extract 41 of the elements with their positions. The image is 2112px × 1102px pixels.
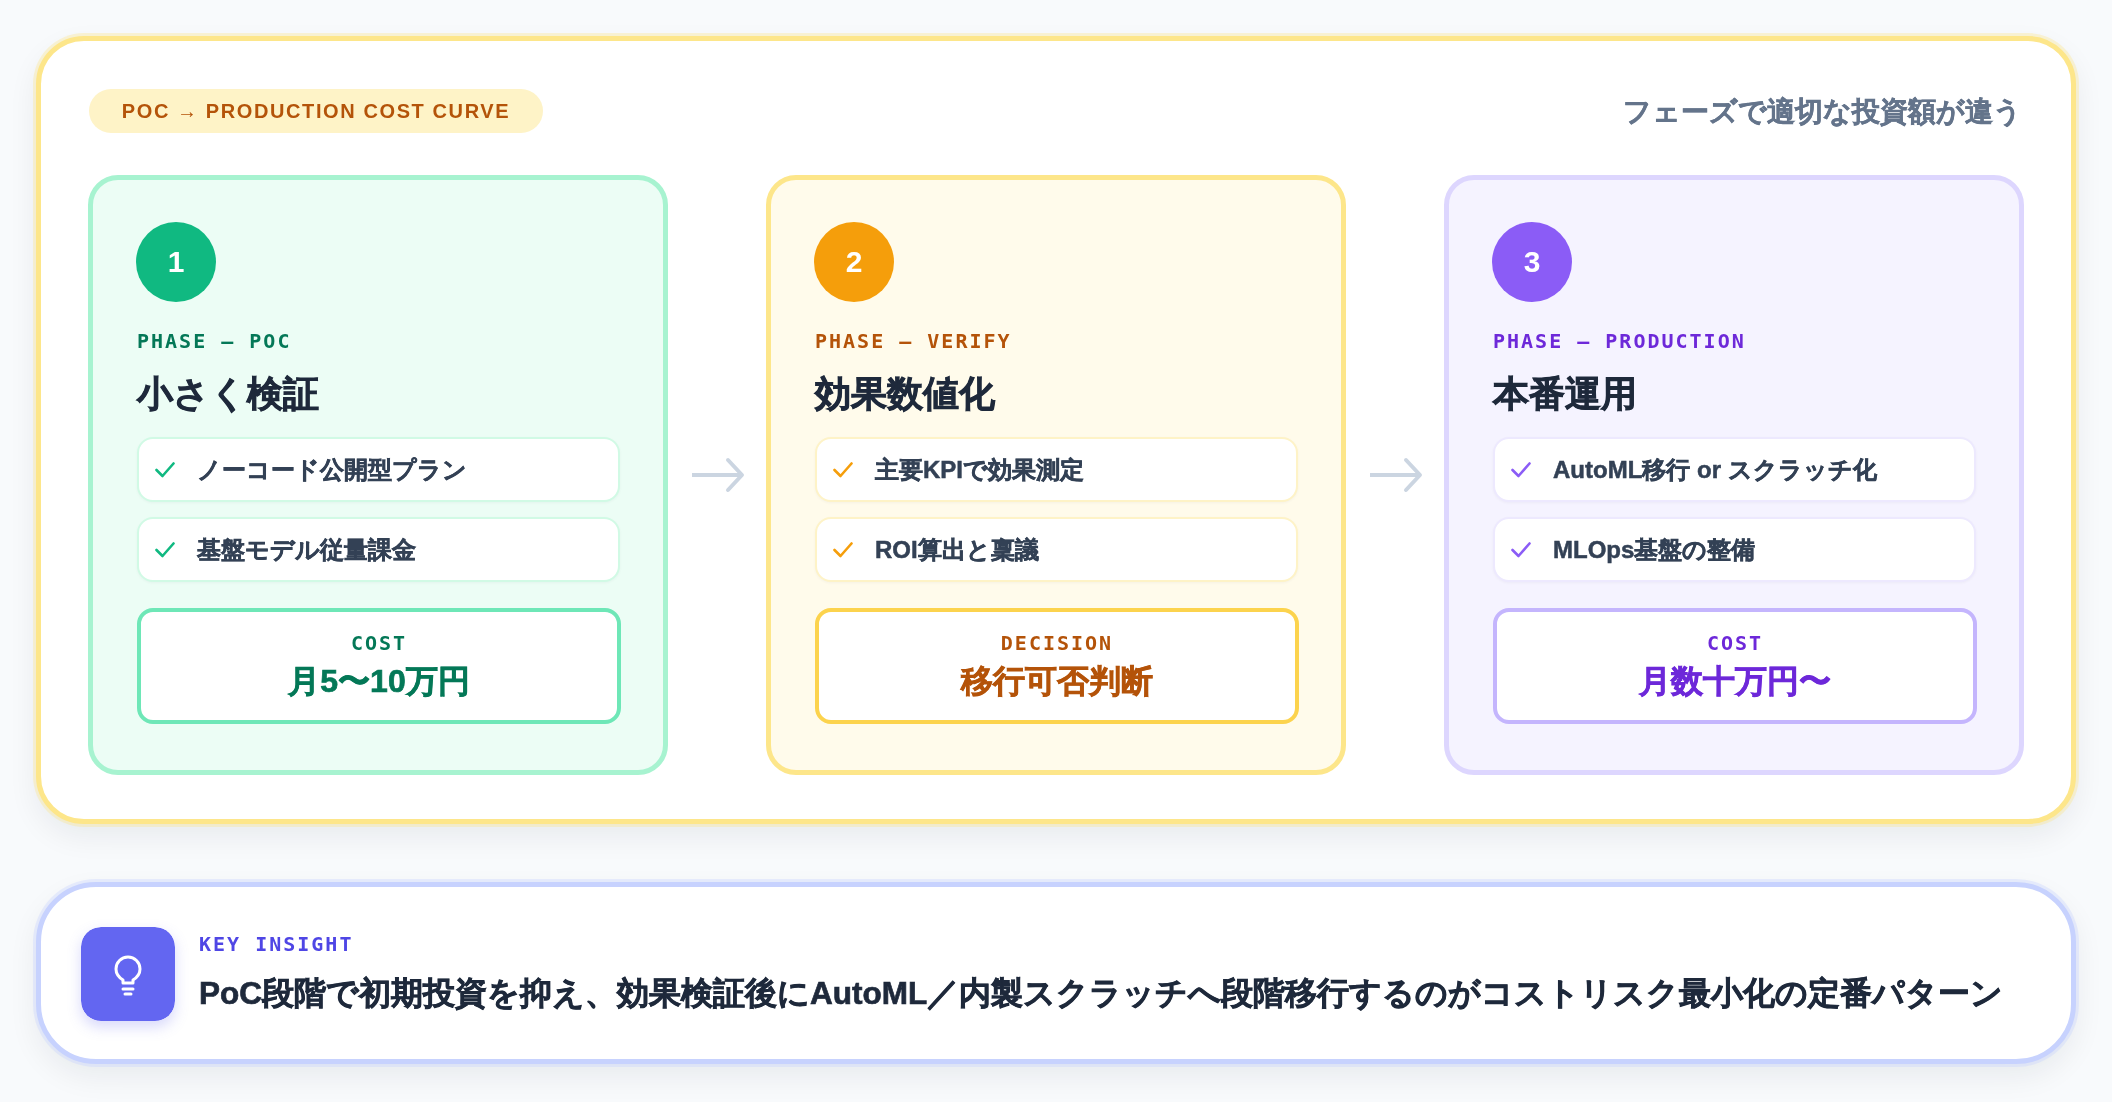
insight-text: PoC段階で初期投資を抑え、効果検証後にAutoML／内製スクラッチへ段階移行するのがコストリスク最小化の定番パターン [199,974,2005,1013]
insight-panel [36,882,2076,1064]
item-text: MLOps基盤の整備 [1553,534,1756,565]
arrow [1370,458,1422,492]
checklist-item [815,517,1298,582]
phase-title: 効果数値化 [815,374,995,414]
title-pill: POC → PRODUCTION COST CURVE [89,89,543,133]
phase-label: PHASE — PRODUCTION [1493,329,1746,353]
cost-label: COST [350,631,408,655]
cost-box [137,608,621,724]
item-text: ROI算出と稟議 [875,534,1039,565]
cost-label: DECISION [1000,631,1114,655]
cost-value: 月数十万円〜 [1639,662,1831,701]
checklist-item [137,517,620,582]
item-text: ノーコード公開型プラン [197,454,467,485]
insight-label: KEY INSIGHT [199,932,354,956]
step-number-circle: 2 [814,222,894,302]
phase-title: 本番運用 [1493,374,1637,414]
cost-label: COST [1706,631,1764,655]
item-text: AutoML移行 or スクラッチ化 [1553,454,1877,485]
item-text: 基盤モデル従量課金 [197,534,416,565]
phase-card [88,175,668,775]
phase-label: PHASE — POC [137,329,292,353]
panel [36,36,2076,824]
item-text: 主要KPIで効果測定 [875,454,1084,485]
cost-box [815,608,1299,724]
checklist-item [815,437,1298,502]
arrow [692,458,744,492]
checklist-item [137,437,620,502]
checklist-item [1493,517,1976,582]
checklist-item [1493,437,1976,502]
step-number-circle: 1 [136,222,216,302]
phase-title: 小さく検証 [137,374,319,414]
cost-value: 移行可否判断 [961,662,1153,701]
phase-card [1444,175,2024,775]
cost-value: 月5〜10万円 [288,662,470,701]
subtitle: フェーズで適切な投資額が違う [1623,95,2022,129]
phase-card [766,175,1346,775]
phase-label: PHASE — VERIFY [815,329,1012,353]
cost-box [1493,608,1977,724]
step-number-circle: 3 [1492,222,1572,302]
